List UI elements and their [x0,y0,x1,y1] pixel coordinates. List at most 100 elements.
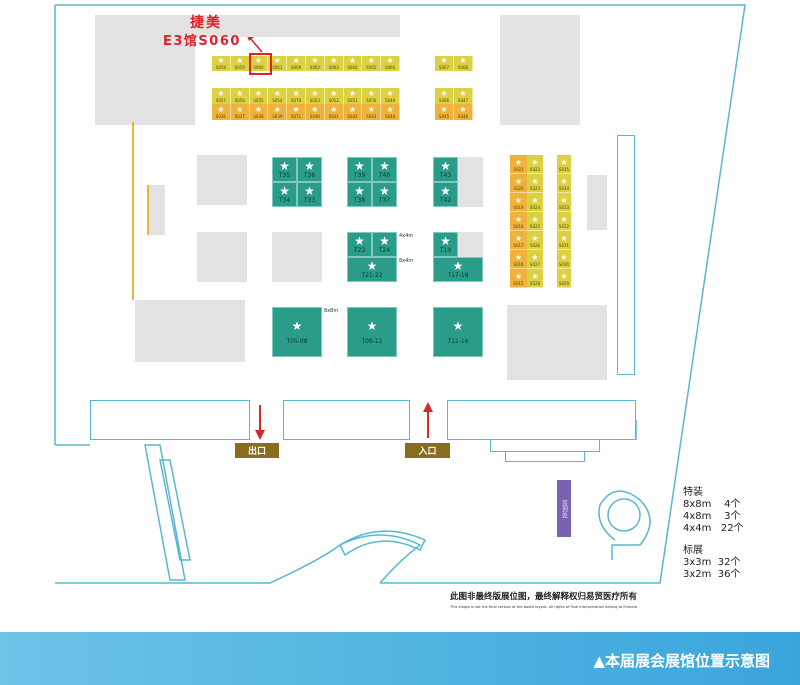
booth-cell[interactable]: ★T35 [272,157,297,182]
booth-s062[interactable]: ★S062 [306,56,325,71]
star-icon: ★ [379,234,390,248]
booth-t17-19[interactable]: ★T19 ★T17-18 [433,232,483,282]
booth-label: S059 [234,65,245,70]
disclaimer-en: This image is not the final version of t… [450,605,638,609]
booth-s063[interactable]: ★S063 [325,56,344,71]
booth-s070[interactable]: ★S070 [287,88,306,104]
booth-s041[interactable]: ★S041 [325,104,344,120]
booth-t21-24[interactable]: ★T23 ★T24 ★T21-22 [347,232,397,282]
star-icon: ★ [311,89,319,98]
booth-s049[interactable]: ★S049 [381,88,400,104]
booth-s027[interactable]: ★S027 [527,250,543,269]
booth-s039[interactable]: ★S039 [268,104,288,120]
booth-label: S069 [290,65,302,70]
booth-s026[interactable]: ★S026 [527,231,543,250]
booth-s030[interactable]: ★S030 [557,250,571,269]
booth-cell[interactable]: ★T19 [433,232,458,257]
booth-t33-36[interactable]: ★T35 ★T36 ★T34 ★T33 [272,157,322,207]
booth-s052[interactable]: ★S052 [325,88,344,104]
booth-cell[interactable]: ★T36 [297,157,322,182]
booth-s022[interactable]: ★S022 [527,155,543,174]
booth-s059[interactable]: ★S059 [231,56,250,71]
booth-label: S031 [558,243,570,248]
booth-t37-40[interactable]: ★T39 ★T40 ★T38 ★T37 [347,157,397,207]
booth-s020[interactable]: ★S020 [510,174,527,193]
booth-t12-16[interactable]: ★T12-16 [433,307,483,357]
booth-s044[interactable]: ★S044 [381,104,400,120]
booth-s016[interactable]: ★S016 [510,250,527,269]
booth-s025[interactable]: ★S025 [527,212,543,231]
booth-cell[interactable]: ★T23 [347,232,372,257]
booth-s058[interactable]: ★S058 [212,56,231,71]
star-icon: ★ [311,56,319,65]
star-icon: ★ [452,259,464,273]
booth-s021[interactable]: ★S021 [510,155,527,174]
booth-s069[interactable]: ★S069 [287,56,306,71]
booth-s057[interactable]: ★S057 [212,88,231,104]
booth-cell[interactable]: ★T21-22 [347,257,397,282]
booth-s056[interactable]: ★S056 [231,88,250,104]
booth-s018[interactable]: ★S018 [510,212,527,231]
booth-s036[interactable]: ★S036 [212,104,231,120]
booth-label: T23 [353,247,366,254]
booth-s054[interactable]: ★S054 [268,88,288,104]
star-icon: ★ [367,105,375,114]
booth-s015[interactable]: ★S015 [510,269,527,288]
booth-s017[interactable]: ★S017 [510,231,527,250]
booth-s037[interactable]: ★S037 [231,104,250,120]
booth-s035[interactable]: ★S035 [557,155,571,174]
booth-s066[interactable]: ★S066 [381,56,400,71]
booth-s032[interactable]: ★S032 [557,212,571,231]
booth-s029[interactable]: ★S029 [557,269,571,288]
booth-s028[interactable]: ★S028 [527,269,543,288]
booth-s061[interactable]: ★S061 [268,56,288,71]
booth-s071[interactable]: ★S071 [287,104,306,120]
gray-area [507,305,607,380]
booth-label: S020 [513,186,524,191]
booth-cell[interactable]: ★T37 [372,182,397,207]
booth-s067[interactable]: ★S067 [435,56,454,71]
booth-annotation: E3馆S060 [163,34,241,49]
booth-s055[interactable]: ★S055 [250,88,269,104]
booth-s051[interactable]: ★S051 [344,88,363,104]
booth-t05-08[interactable]: ★T05-08 [272,307,322,357]
booth-s053[interactable]: ★S053 [306,88,325,104]
gray-area [135,300,245,362]
booth-cell[interactable]: ★T33 [297,182,322,207]
booth-cell[interactable]: ★T34 [272,182,297,207]
booth-s068[interactable]: ★S068 [454,56,473,71]
booth-s065[interactable]: ★S065 [362,56,382,71]
booth-s066[interactable]: ★S066 [435,88,454,104]
booth-s060[interactable]: ★S060 [250,56,269,71]
booth-s033[interactable]: ★S033 [557,193,571,212]
star-icon: ★ [560,272,568,281]
star-icon: ★ [348,105,357,114]
booth-label: T24 [378,247,391,254]
booth-cell[interactable]: ★T39 [347,157,372,182]
booth-label: S028 [529,281,541,286]
booth-cell[interactable]: ★T17-18 [433,257,483,282]
booth-s040[interactable]: ★S040 [306,104,325,120]
booth-label: S049 [384,98,396,103]
booth-s031[interactable]: ★S031 [557,231,571,250]
booth-s046[interactable]: ★S046 [454,104,473,120]
booth-s064[interactable]: ★S064 [344,56,363,71]
booth-s038[interactable]: ★S038 [250,104,269,120]
booth-s043[interactable]: ★S043 [362,104,382,120]
booth-s042[interactable]: ★S042 [344,104,363,120]
booth-cell[interactable]: ★T43 [433,157,458,182]
booth-t42-43[interactable]: ★T43 ★T42 [433,157,458,207]
booth-cell[interactable]: ★T40 [372,157,397,182]
booth-s023[interactable]: ★S023 [527,174,543,193]
booth-s034[interactable]: ★S034 [557,174,571,193]
booth-label: S036 [215,114,226,119]
booth-s019[interactable]: ★S019 [510,193,527,212]
booth-s045[interactable]: ★S045 [435,104,454,120]
booth-s024[interactable]: ★S024 [527,193,543,212]
booth-s050[interactable]: ★S050 [362,88,382,104]
booth-cell[interactable]: ★T42 [433,182,458,207]
booth-cell[interactable]: ★T38 [347,182,372,207]
booth-cell[interactable]: ★T24 [372,232,397,257]
booth-t09-12[interactable]: ★T09-12 [347,307,397,357]
booth-s047[interactable]: ★S047 [454,88,473,104]
